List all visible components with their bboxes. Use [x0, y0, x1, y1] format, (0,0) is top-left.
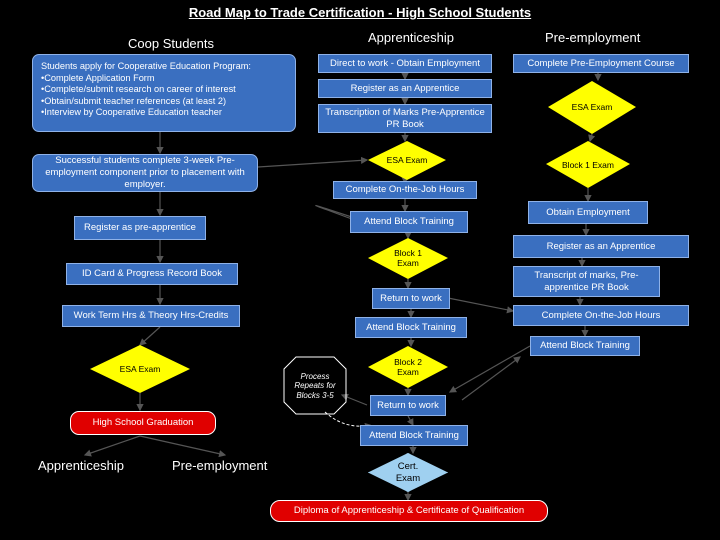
preemployment-arrows: [576, 72, 602, 338]
esa-exam-apprentice-diamond: [368, 141, 446, 180]
coop-path-apprenticeship: Apprenticeship: [38, 458, 124, 473]
page-title: Road Map to Trade Certification - High S…: [188, 5, 532, 20]
direct-to-work-box: Direct to work - Obtain Employment: [318, 54, 492, 73]
pre-block1-exam-label: Block 1 Exam: [562, 159, 614, 170]
coop-bullet-3: •Obtain/submit teacher references (at le…: [41, 96, 287, 108]
apprenticeship-arrows: [401, 72, 417, 502]
esa-exam-pre-diamond: [548, 81, 636, 134]
coop-bullet-text: Complete/submit research on career of in…: [44, 84, 236, 94]
coop-arrows: [83, 132, 227, 458]
block1-exam-apprentice-diamond: [368, 238, 448, 279]
coop-bullet-2: •Complete/submit research on career of i…: [41, 84, 287, 96]
pre-esa-exam-label: ESA Exam: [571, 101, 613, 112]
register-apprentice-box: Register as an Apprentice: [318, 79, 492, 98]
return-to-work-2-box: Return to work: [370, 395, 446, 416]
process-repeats-note: Process Repeats for Blocks 3-5: [294, 371, 336, 400]
esa-exam-coop-diamond: [90, 345, 190, 393]
bullet-mark: •: [41, 107, 45, 117]
coop-successful-box: Successful students complete 3-week Pre-…: [32, 154, 258, 192]
coop-bullet-text: Interview by Cooperative Education teach…: [44, 107, 222, 117]
heading-preemployment: Pre-employment: [545, 30, 641, 45]
block2-exam-diamond: [368, 346, 448, 388]
heading-coop: Coop Students: [128, 36, 215, 51]
coop-intro: Students apply for Cooperative Education…: [41, 61, 251, 71]
coop-bullet-4: •Interview by Cooperative Education teac…: [41, 107, 287, 119]
bullet-mark: •: [41, 72, 45, 83]
coop-esa-exam-label: ESA Exam: [119, 363, 161, 374]
attend-block-3-box: Attend Block Training: [360, 425, 468, 446]
heading-apprenticeship: Apprenticeship: [368, 30, 454, 45]
pre-transcript-box: Transcript of marks, Pre- apprentice PR …: [513, 266, 660, 297]
coop-path-preemployment: Pre-employment: [172, 458, 268, 473]
coop-work-term-box: Work Term Hrs & Theory Hrs-Credits: [62, 305, 240, 327]
diamonds: [90, 81, 636, 393]
process-repeats-shape: [283, 356, 347, 415]
obtain-employment-box: Obtain Employment: [528, 201, 648, 224]
bullet-mark: •: [41, 84, 45, 94]
graduation-box: High School Graduation: [70, 411, 216, 435]
attend-block-1-box: Attend Block Training: [350, 211, 468, 233]
block1-exam-label: Block 1 Exam: [394, 247, 422, 268]
coop-application-box: Students apply for Cooperative Education…: [32, 54, 296, 132]
bullet-mark: •: [41, 95, 45, 106]
coop-register-pre-box: Register as pre-apprentice: [74, 216, 206, 240]
complete-ojt-box: Complete On-the-Job Hours: [333, 181, 477, 199]
pre-register-apprentice-box: Register as an Apprentice: [513, 235, 689, 258]
transcription-box: Transcription of Marks Pre-Apprentice PR…: [318, 104, 492, 133]
coop-bullet-text: Complete Application Form: [44, 72, 155, 83]
block2-exam-label: Block 2 Exam: [394, 356, 422, 377]
attend-block-2-box: Attend Block Training: [355, 317, 467, 338]
cross-arrows: [257, 156, 531, 406]
coop-id-card-box: ID Card & Progress Record Book: [66, 263, 238, 285]
return-to-work-1-box: Return to work: [372, 288, 450, 309]
apprentice-esa-exam-label: ESA Exam: [386, 154, 428, 165]
pre-attend-block-box: Attend Block Training: [530, 336, 640, 356]
complete-course-box: Complete Pre-Employment Course: [513, 54, 689, 73]
pre-complete-ojt-box: Complete On-the-Job Hours: [513, 305, 689, 326]
coop-bullet-text: Obtain/submit teacher references (at lea…: [44, 95, 227, 106]
coop-bullet-1: •Complete Application Form: [41, 73, 287, 85]
diploma-box: Diploma of Apprenticeship & Certificate …: [270, 500, 548, 522]
block1-exam-pre-diamond: [546, 141, 630, 188]
